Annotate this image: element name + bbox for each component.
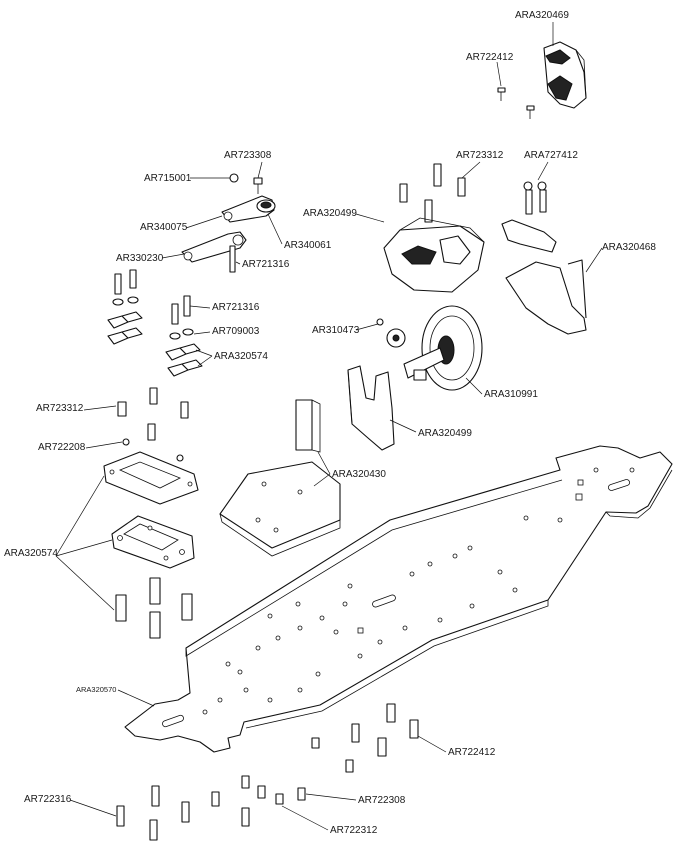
servo-saver-assembly bbox=[181, 173, 276, 273]
rear-bulkhead-top bbox=[543, 41, 587, 109]
label-ar340061: AR340061 bbox=[284, 240, 332, 251]
label-ara320574-left: ARA320574 bbox=[4, 548, 58, 559]
label-ara727412: ARA727412 bbox=[524, 150, 578, 161]
label-ar722316: AR722316 bbox=[24, 794, 72, 805]
label-ar723312-top: AR723312 bbox=[456, 150, 504, 161]
label-ar722312-bottom: AR722312 bbox=[330, 825, 378, 836]
bottom-hardware bbox=[116, 703, 419, 841]
bulkhead-right bbox=[501, 181, 587, 335]
left-screw-column bbox=[107, 269, 203, 462]
spur-gear-assembly bbox=[376, 305, 483, 391]
screw-pair-top bbox=[497, 87, 535, 119]
electronics-plate bbox=[219, 399, 341, 557]
label-ara320574-mid: ARA320574 bbox=[214, 351, 268, 362]
label-ara320430: ARA320430 bbox=[332, 469, 386, 480]
label-ar722412-bottom: AR722412 bbox=[448, 747, 496, 758]
chassis-holes bbox=[202, 467, 635, 715]
label-ar723308-top: AR723308 bbox=[224, 150, 272, 161]
support-plate-upper bbox=[103, 451, 199, 505]
label-ar721316-a: AR721316 bbox=[242, 259, 290, 270]
gearbox-case bbox=[383, 163, 485, 293]
leader-lines bbox=[55, 22, 603, 831]
label-ara310991: ARA310991 bbox=[484, 389, 538, 400]
label-ara320499-mid: ARA320499 bbox=[418, 428, 472, 439]
standoffs bbox=[115, 577, 193, 639]
diff-bulkhead bbox=[347, 365, 395, 451]
label-ar723312-left: AR723312 bbox=[36, 403, 84, 414]
label-ar340075: AR340075 bbox=[140, 222, 188, 233]
chassis-plate bbox=[124, 445, 673, 753]
label-ar715001: AR715001 bbox=[144, 173, 192, 184]
label-ar330230: AR330230 bbox=[116, 253, 164, 264]
label-ara320570: ARA320570 bbox=[76, 685, 117, 694]
label-ar310473: AR310473 bbox=[312, 325, 360, 336]
label-ar722412-top: AR722412 bbox=[466, 52, 514, 63]
label-ara320468: ARA320468 bbox=[602, 242, 656, 253]
label-ara320469: ARA320469 bbox=[515, 10, 569, 21]
label-ar722208: AR722208 bbox=[38, 442, 86, 453]
label-ara320499-top: ARA320499 bbox=[303, 208, 357, 219]
label-ar709003: AR709003 bbox=[212, 326, 260, 337]
label-ar722308-bottom: AR722308 bbox=[358, 795, 406, 806]
support-plate-lower bbox=[111, 515, 195, 569]
label-ar721316-b: AR721316 bbox=[212, 302, 260, 313]
